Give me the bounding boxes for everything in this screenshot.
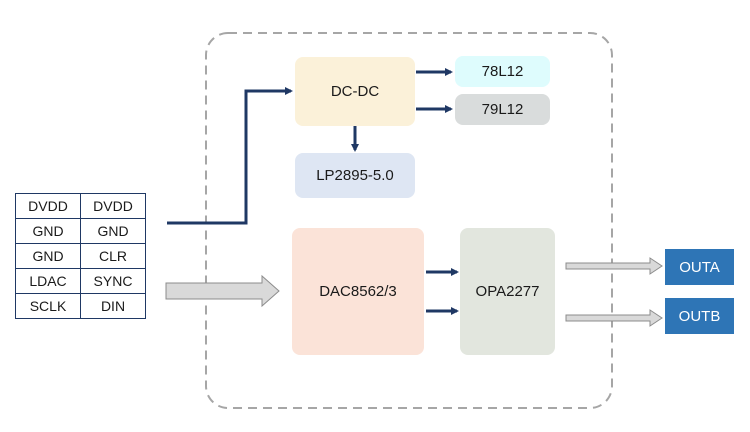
pin-row: SCLK DIN bbox=[15, 293, 146, 319]
pin-cell: GND bbox=[15, 243, 81, 269]
pin-cell: SCLK bbox=[15, 293, 81, 319]
pin-cell: GND bbox=[15, 218, 81, 244]
pin-table: DVDD DVDD GND GND GND CLR LDAC SYNC SCLK… bbox=[15, 193, 146, 319]
dac-block: DAC8562/3 bbox=[292, 228, 424, 355]
pin-cell: DIN bbox=[80, 293, 146, 319]
pin-cell: DVDD bbox=[15, 193, 81, 219]
output-outb: OUTB bbox=[665, 298, 734, 334]
dcdc-block: DC-DC bbox=[295, 57, 415, 126]
pin-cell: CLR bbox=[80, 243, 146, 269]
ldo-block: LP2895-5.0 bbox=[295, 153, 415, 198]
arrow-opa-outa bbox=[565, 257, 663, 275]
opamp-block: OPA2277 bbox=[460, 228, 555, 355]
output-outa: OUTA bbox=[665, 249, 734, 285]
power-line bbox=[167, 87, 293, 225]
pin-row: GND CLR bbox=[15, 243, 146, 269]
regulator-78l12-block: 78L12 bbox=[455, 56, 550, 87]
pin-cell: DVDD bbox=[80, 193, 146, 219]
pin-cell: SYNC bbox=[80, 268, 146, 294]
pin-cell: LDAC bbox=[15, 268, 81, 294]
bus-arrow-to-dac bbox=[165, 274, 280, 308]
pin-row: GND GND bbox=[15, 218, 146, 244]
pin-row: DVDD DVDD bbox=[15, 193, 146, 219]
enclosure-dashed-border bbox=[205, 32, 613, 409]
pin-cell: GND bbox=[80, 218, 146, 244]
pin-row: LDAC SYNC bbox=[15, 268, 146, 294]
regulator-79l12-block: 79L12 bbox=[455, 94, 550, 125]
arrow-opa-outb bbox=[565, 309, 663, 327]
